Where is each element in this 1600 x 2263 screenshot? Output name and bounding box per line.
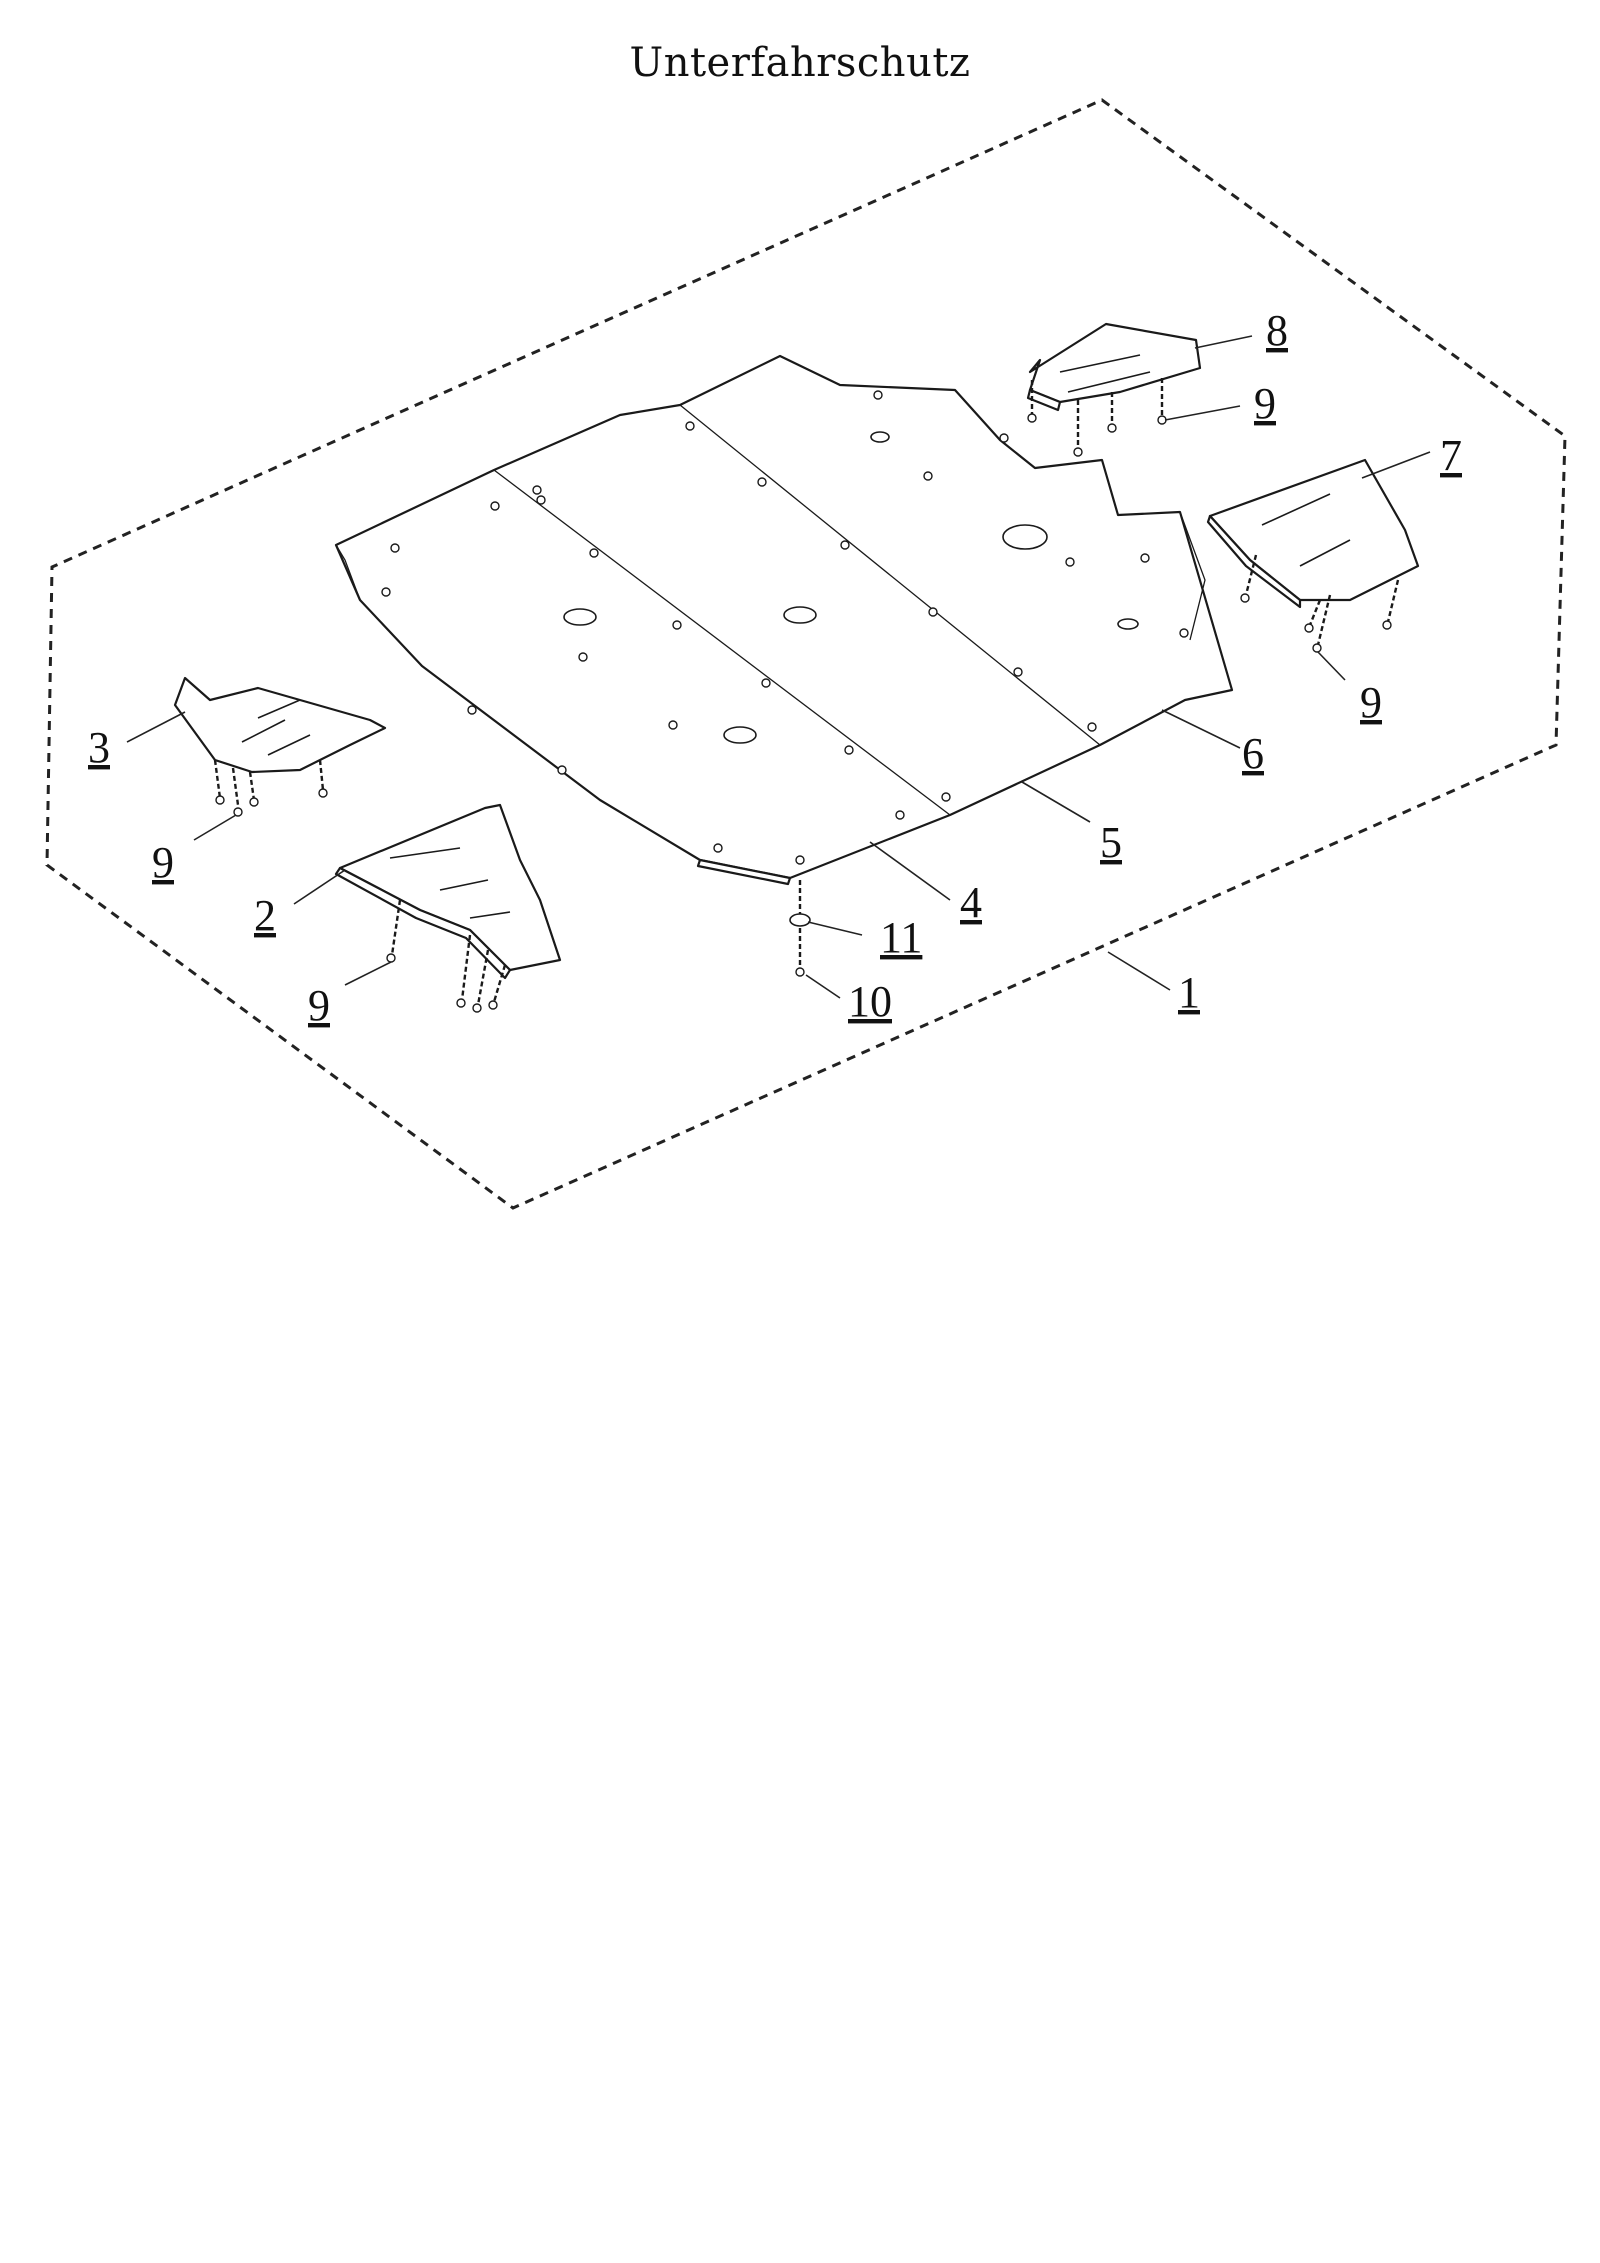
- callout-6: 6: [1242, 729, 1264, 778]
- plate-side-flange: [1179, 511, 1206, 641]
- plate-rear-flange: [335, 544, 361, 601]
- callout-9-part-3: 9: [152, 838, 174, 887]
- callout-8: 8: [1266, 306, 1288, 355]
- plate-hole: [723, 726, 757, 744]
- plate-hole: [1002, 524, 1048, 550]
- callout-7: 7: [1440, 431, 1462, 480]
- plate-seam-left: [493, 469, 951, 816]
- center-fastener-stack: [789, 880, 811, 977]
- page-title: Unterfahrschutz: [629, 40, 971, 86]
- callout-9-part-8: 9: [1254, 379, 1276, 428]
- callout-3: 3: [88, 723, 110, 772]
- plate-hole: [1117, 618, 1139, 630]
- leader-lines: [126, 335, 1431, 999]
- assembly-boundary: [45, 98, 1567, 1210]
- plate-seam-right: [679, 404, 1101, 746]
- bracket-part-2: [334, 803, 562, 1013]
- screw-head: [795, 967, 805, 977]
- main-skid-plate: [334, 354, 1234, 886]
- washer: [789, 913, 811, 927]
- callout-9-part-7: 9: [1360, 678, 1382, 727]
- plate-hole: [563, 608, 597, 626]
- bracket-part-8: [1026, 322, 1202, 457]
- plate-bolt-heads: [381, 390, 1189, 865]
- callout-10: 10: [848, 977, 892, 1026]
- callout-1: 1: [1178, 968, 1200, 1017]
- callout-4: 4: [960, 878, 982, 927]
- callout-2: 2: [254, 891, 276, 940]
- callout-5: 5: [1100, 818, 1122, 867]
- bracket-part-7: [1206, 458, 1420, 653]
- bracket-part-3: [173, 676, 387, 817]
- plate-hole: [870, 431, 890, 443]
- callout-9-part-2: 9: [308, 981, 330, 1030]
- callout-11: 11: [880, 913, 922, 962]
- skid-plate-front-lip: [696, 858, 792, 886]
- plate-hole: [783, 606, 817, 624]
